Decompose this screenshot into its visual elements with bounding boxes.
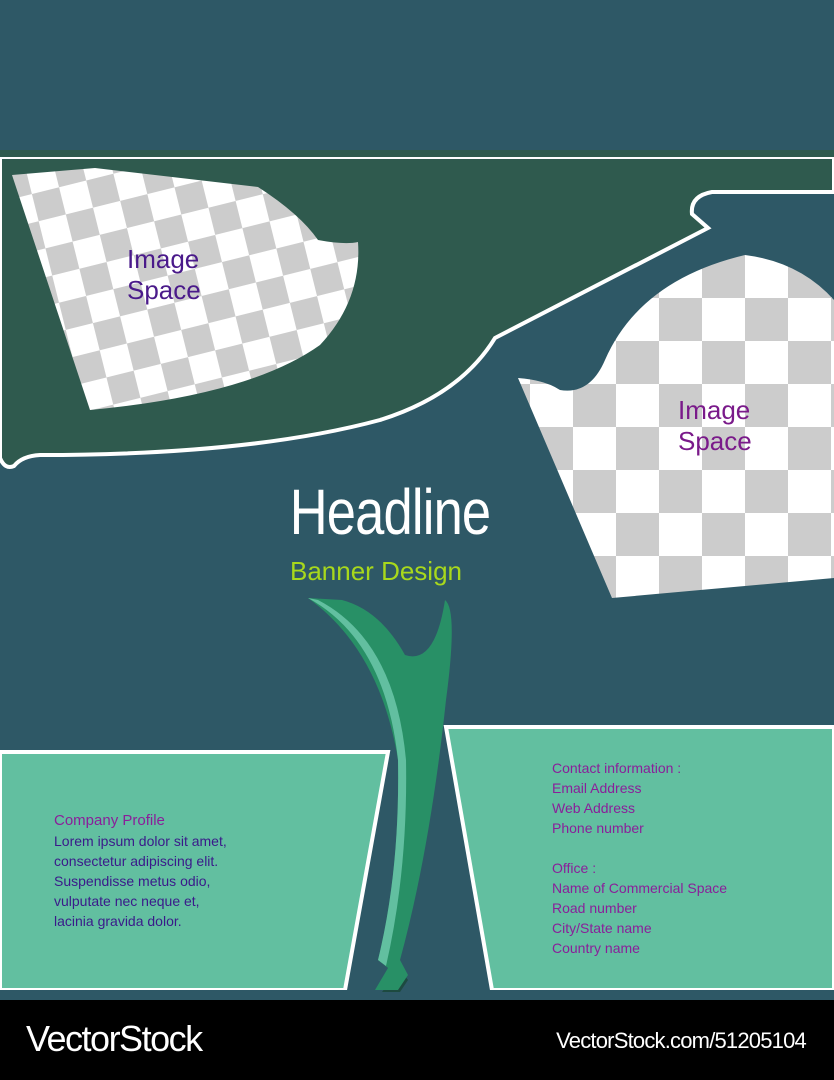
label-line: Image [127, 244, 200, 274]
label-line: Space [678, 426, 752, 456]
footer-bar: VectorStock VectorStock.com/51205104 [0, 1000, 834, 1080]
office-title: Office : [552, 860, 597, 876]
contact-info: Contact information : Email Address Web … [552, 758, 727, 958]
profile-line: consectetur adipiscing elit. [54, 853, 219, 869]
contact-title: Contact information : [552, 760, 682, 776]
top-band [0, 0, 834, 157]
subheadline: Banner Design [290, 556, 462, 586]
image-url: VectorStock.com/51205104 [556, 1028, 807, 1053]
profile-line: lacinia gravida dolor. [54, 913, 182, 929]
swoosh [308, 598, 452, 990]
vectorstock-logo: VectorStock [26, 1018, 203, 1059]
image-space-label-right: Image Space [678, 395, 752, 457]
company-profile-title: Company Profile [54, 812, 165, 829]
panel-right [443, 725, 834, 992]
image-placeholder-left [12, 168, 359, 410]
contact-line: Phone number [552, 820, 644, 836]
contact-line: Email Address [552, 780, 642, 796]
contact-line: Web Address [552, 800, 636, 816]
image-placeholder-right [518, 255, 834, 598]
office-line: Name of Commercial Space [552, 880, 728, 896]
label-line: Image [678, 395, 751, 425]
office-line: Road number [552, 900, 637, 916]
profile-line: Suspendisse metus odio, [54, 873, 211, 889]
profile-line: vulputate nec neque et, [54, 893, 200, 909]
headline: Headline [289, 476, 491, 548]
profile-line: Lorem ipsum dolor sit amet, [54, 833, 227, 849]
office-line: Country name [552, 940, 640, 956]
company-profile: Company Profile Lorem ipsum dolor sit am… [54, 811, 227, 931]
label-line: Space [127, 275, 201, 305]
image-space-label-left: Image Space [127, 244, 201, 306]
office-line: City/State name [552, 920, 652, 936]
banner-artwork [0, 0, 834, 992]
